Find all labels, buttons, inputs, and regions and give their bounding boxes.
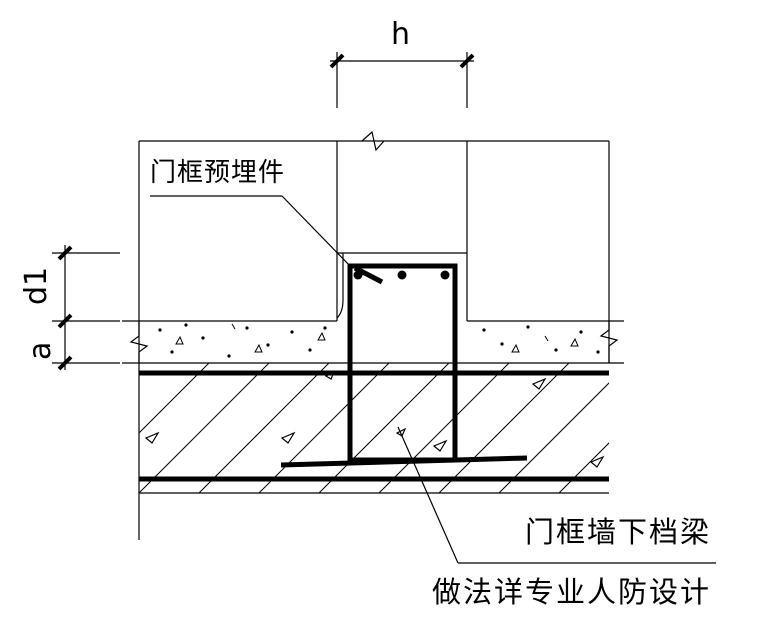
concrete-hatch xyxy=(158,323,600,358)
break-mark-left xyxy=(129,321,149,363)
break-mark-top xyxy=(361,130,385,152)
beam-aggregate xyxy=(395,427,407,437)
break-mark-right xyxy=(599,321,619,363)
dimension-h xyxy=(330,52,474,108)
door-frame-embed-label: 门框预埋件 xyxy=(150,158,286,188)
slab-hatch xyxy=(139,363,609,493)
dimension-a-label: a xyxy=(23,341,58,360)
dimension-vertical-ticks xyxy=(57,245,73,371)
dimension-h-ticks xyxy=(329,53,475,69)
embedded-part-outline xyxy=(336,252,467,319)
slab-aggregate xyxy=(144,370,605,468)
design-note-label: 做法详专业人防设计 xyxy=(432,575,712,609)
beam-leader xyxy=(397,426,716,564)
dimension-d1-label: d1 xyxy=(19,266,54,305)
dimension-vertical xyxy=(52,245,120,370)
floor-layer xyxy=(122,320,624,494)
embed-leader xyxy=(150,195,353,269)
dimension-h-label: h xyxy=(391,17,411,52)
beam-stirrup xyxy=(347,263,458,463)
beam-longitudinal-bars xyxy=(353,270,450,280)
door-frame-beam-label: 门框墙下档梁 xyxy=(525,515,712,549)
